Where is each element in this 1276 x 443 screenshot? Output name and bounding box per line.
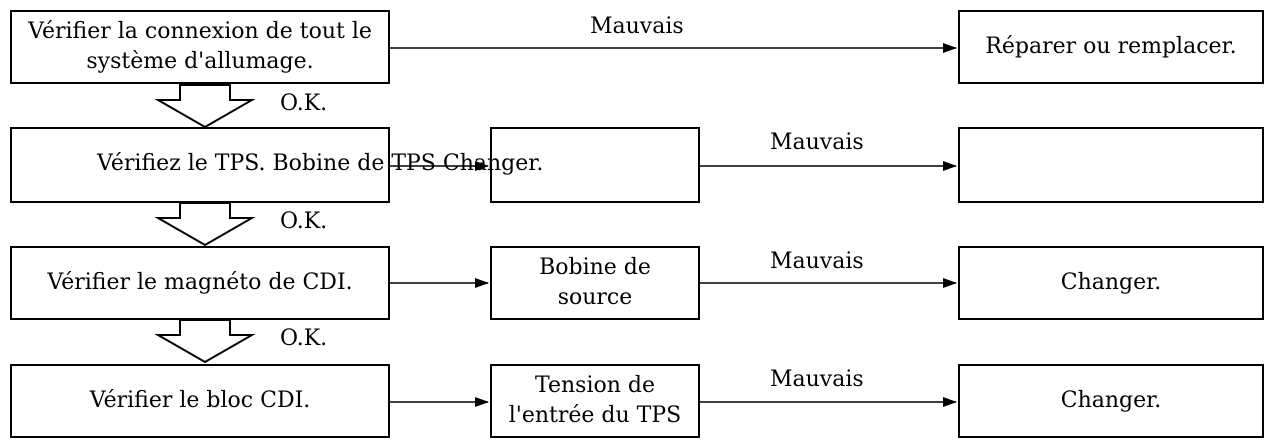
bad-label-row4: Mauvais: [770, 367, 864, 392]
action-box-4: Changer.: [958, 364, 1264, 438]
step-box-2: [10, 127, 390, 203]
bad-label-row2: Mauvais: [770, 130, 864, 155]
action-box-3: Changer.: [958, 246, 1264, 320]
step-box-3: Vérifier le magnéto de CDI.: [10, 246, 390, 320]
ok-label-3: O.K.: [280, 326, 328, 351]
step-2-label: Vérifiez le TPS. Bobine de TPS Changer.: [97, 151, 544, 176]
check-box-4: Tension de l'entrée du TPS: [490, 364, 700, 438]
ok-label-2: O.K.: [280, 209, 328, 234]
action-box-2: [958, 127, 1264, 203]
bad-label-row1: Mauvais: [590, 14, 684, 39]
ok-arrow-2: [154, 202, 256, 247]
ok-label-1: O.K.: [280, 91, 328, 116]
step-box-1: Vérifier la connexion de tout le système…: [10, 10, 390, 84]
step-box-4: Vérifier le bloc CDI.: [10, 364, 390, 438]
check-box-2: [490, 127, 700, 203]
bad-label-row3: Mauvais: [770, 249, 864, 274]
ok-arrow-1: [154, 84, 256, 129]
ok-arrow-3: [154, 319, 256, 364]
action-box-1: Réparer ou remplacer.: [958, 10, 1264, 84]
check-box-3: Bobine de source: [490, 246, 700, 320]
